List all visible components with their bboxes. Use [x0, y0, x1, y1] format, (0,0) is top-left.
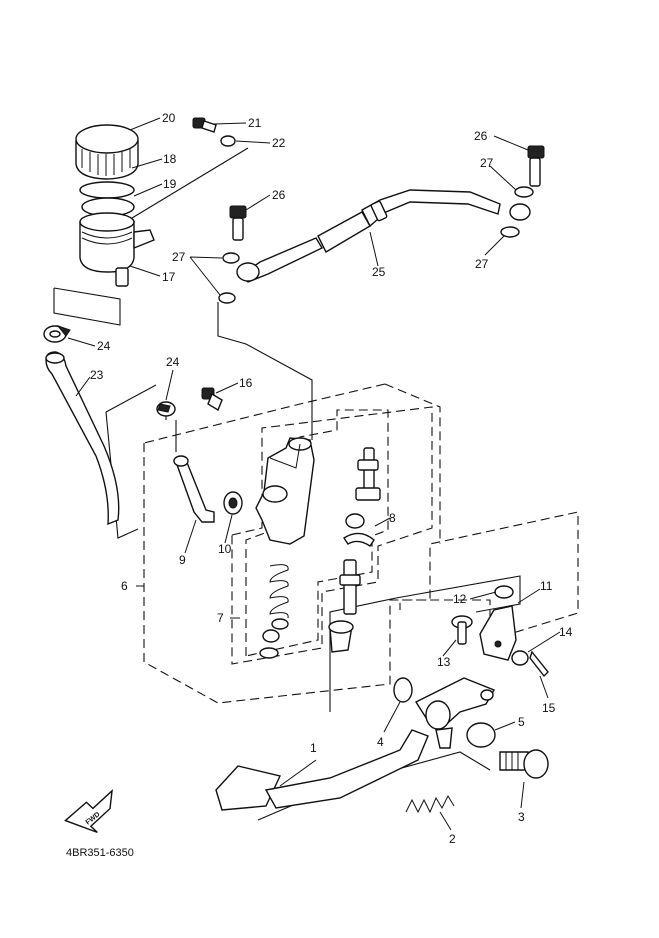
spring-seat — [271, 618, 289, 630]
pedal-washer — [393, 677, 413, 703]
piston-cup — [345, 513, 365, 529]
forward-arrow-icon: FWD — [64, 789, 113, 834]
callout-14: 14 — [559, 625, 573, 639]
callout-24-lower: 24 — [97, 339, 111, 353]
cup-upper — [262, 629, 280, 643]
boot — [328, 620, 354, 653]
callout-22: 22 — [272, 136, 286, 150]
clevis-nut — [494, 585, 514, 599]
reservoir-hose-top — [45, 352, 65, 364]
callout-23: 23 — [90, 368, 104, 382]
union-bolt-left — [229, 205, 247, 241]
copper-washer-2 — [218, 292, 236, 304]
cup-lower — [259, 647, 279, 659]
diagram-reference-code: 4BR351-6350 — [66, 847, 134, 859]
callout-26-right: 26 — [474, 129, 488, 143]
pedal-pivot-bolt — [499, 749, 549, 779]
grommet — [223, 491, 243, 515]
push-rod-upper — [355, 447, 381, 501]
callout-3: 3 — [518, 810, 525, 824]
copper-washer-4 — [500, 226, 520, 238]
master-cylinder-body — [255, 437, 315, 545]
washer-to-cylinder-line — [217, 302, 313, 440]
pin-washer — [511, 650, 529, 666]
callout-16: 16 — [239, 376, 253, 390]
cylinder-bolt — [201, 387, 223, 412]
callout-27-lower-right: 27 — [475, 257, 489, 271]
callout-13: 13 — [437, 655, 451, 669]
callout-8: 8 — [389, 511, 396, 525]
callout-21: 21 — [248, 116, 262, 130]
return-spring — [269, 564, 289, 619]
callout-27-left: 27 — [172, 250, 186, 264]
pedal-o-ring — [466, 722, 496, 748]
assembly-6-outline — [143, 383, 579, 704]
return-spring-pedal — [405, 794, 455, 814]
callout-20: 20 — [162, 111, 176, 125]
reservoir-hose — [45, 351, 120, 526]
callout-2: 2 — [449, 832, 456, 846]
callout-6: 6 — [121, 579, 128, 593]
clevis-pin — [451, 615, 473, 645]
reservoir-bolt — [192, 117, 217, 133]
callout-18: 18 — [163, 152, 177, 166]
leader-lines — [67, 117, 561, 831]
callout-9: 9 — [179, 553, 186, 567]
hose-clip-lower — [156, 401, 176, 417]
callout-7: 7 — [217, 611, 224, 625]
callout-labels: 1 2 3 4 5 6 7 8 9 10 11 12 13 14 15 16 1… — [90, 111, 573, 846]
hose-23-bracket-line — [53, 287, 157, 539]
copper-washer-3 — [514, 186, 534, 198]
reservoir-tank — [79, 212, 155, 287]
reservoir-cap — [75, 124, 139, 180]
circlip — [343, 532, 375, 547]
callout-17: 17 — [162, 270, 176, 284]
hose-clip-upper — [43, 324, 71, 343]
clevis — [479, 605, 517, 661]
reservoir-washer — [220, 135, 236, 147]
callout-10: 10 — [218, 542, 232, 556]
callout-26-left: 26 — [272, 188, 286, 202]
reservoir-to-bolt-line — [131, 147, 249, 219]
callout-4: 4 — [377, 735, 384, 749]
callout-19: 19 — [163, 177, 177, 191]
callout-12: 12 — [453, 592, 467, 606]
callout-25: 25 — [372, 265, 386, 279]
callout-27-upper-right: 27 — [480, 156, 494, 170]
assembly-7-outline — [231, 406, 433, 665]
brake-pedal — [215, 677, 496, 811]
copper-washer-1 — [222, 252, 240, 264]
callout-24-upper: 24 — [166, 355, 180, 369]
callout-1: 1 — [310, 741, 317, 755]
push-rod-lower — [339, 559, 361, 615]
brake-hose — [236, 189, 531, 283]
hose-joint — [173, 455, 215, 523]
callout-15: 15 — [542, 701, 556, 715]
callout-5: 5 — [518, 715, 525, 729]
union-bolt-right — [527, 145, 545, 187]
callout-11: 11 — [540, 579, 553, 593]
diaphragm — [79, 181, 135, 199]
cotter-pin — [529, 650, 549, 678]
